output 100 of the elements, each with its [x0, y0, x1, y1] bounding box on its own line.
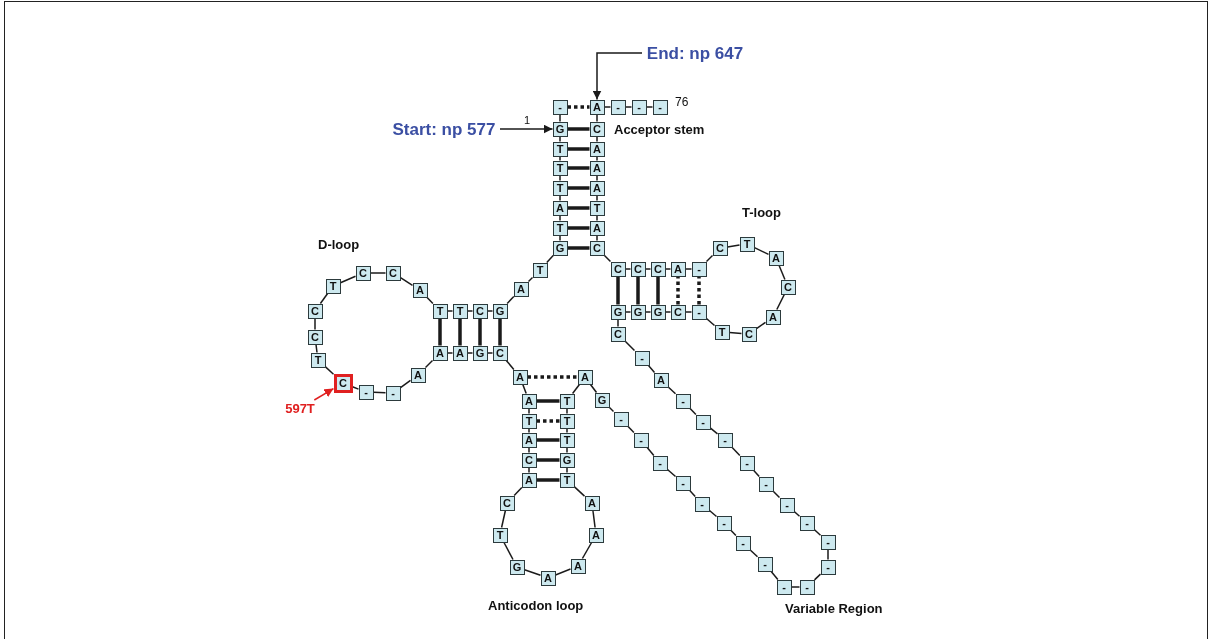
arrow	[313, 387, 335, 401]
backbone-line	[527, 276, 534, 283]
base-pair-bond	[478, 318, 482, 346]
backbone-line	[351, 385, 360, 390]
backbone-line	[689, 489, 696, 498]
backbone-line	[528, 446, 530, 454]
backbone-line	[664, 311, 672, 313]
backbone-line	[596, 155, 598, 162]
nucleotide-box: A	[432, 345, 448, 361]
base-pair-bond	[567, 226, 590, 230]
nucleotide-box: A	[584, 495, 600, 511]
nucleotide-box: -	[820, 534, 836, 550]
backbone-line	[573, 486, 586, 497]
backbone-line	[466, 352, 474, 354]
backbone-line	[559, 155, 561, 162]
base-pair-bond	[567, 206, 590, 210]
nucleotide-box: -	[694, 496, 710, 512]
backbone-line	[624, 311, 632, 313]
nucleotide-box: -	[757, 556, 773, 572]
base-pair-bond	[567, 246, 590, 250]
backbone-line	[554, 568, 572, 576]
nucleotide-box: T	[552, 180, 568, 196]
backbone-line	[546, 254, 554, 264]
base-pair-bond	[536, 399, 560, 403]
backbone-line	[705, 254, 714, 263]
region-label: T-loop	[742, 206, 781, 219]
backbone-line	[339, 275, 357, 284]
backbone-line	[596, 194, 598, 202]
nucleotide-box: A	[589, 141, 605, 157]
base-pair-bond	[498, 318, 502, 346]
backbone-line	[617, 318, 619, 328]
nucleotide-box: G	[610, 304, 626, 320]
base-pair-bond	[567, 127, 590, 131]
backbone-line	[793, 511, 801, 518]
backbone-line	[559, 135, 561, 143]
backbone-line	[624, 340, 636, 352]
nucleotide-box: C	[492, 345, 508, 361]
nucleotide-box: A	[452, 345, 468, 361]
nucleotide-box: T	[492, 527, 508, 543]
backbone-line	[684, 268, 693, 270]
nucleotide-box: G	[472, 345, 488, 361]
backbone-line	[506, 295, 515, 305]
nucleotide-box: -	[613, 411, 629, 427]
backbone-line	[827, 548, 829, 561]
base-pair-bond	[536, 458, 560, 462]
backbone-line	[749, 549, 759, 558]
backbone-line	[315, 343, 318, 354]
backbone-line	[324, 366, 335, 376]
nucleotide-box: A	[589, 99, 605, 115]
nucleotide-box: -	[820, 559, 836, 575]
nucleotide-box: -	[691, 261, 707, 277]
base-pair-bond	[636, 276, 640, 305]
backbone-line	[571, 383, 581, 395]
nucleotide-box: G	[559, 452, 575, 468]
nucleotide-box: A	[410, 367, 426, 383]
nucleotide-box: G	[650, 304, 666, 320]
nucleotide-box: -	[779, 497, 795, 513]
backbone-line	[813, 529, 822, 536]
nucleotide-box: -	[385, 385, 401, 401]
position-number: 76	[675, 96, 689, 108]
nucleotide-box: C	[589, 240, 605, 256]
nucleotide-box: A	[765, 309, 781, 325]
nucleotide-box: G	[509, 559, 525, 575]
nucleotide-box: -	[652, 455, 668, 471]
nucleotide-box: C	[307, 329, 323, 345]
backbone-line	[596, 113, 598, 123]
backbone-line	[559, 174, 561, 182]
annotation-label: Start: np 577	[388, 118, 500, 140]
backbone-line	[513, 486, 523, 497]
nucleotide-box: A	[512, 369, 528, 385]
backbone-line	[566, 446, 568, 454]
nucleotide-box: T	[559, 413, 575, 429]
backbone-line	[790, 586, 801, 588]
nucleotide-box: G	[492, 303, 508, 319]
nucleotide-box: A	[570, 558, 586, 574]
backbone-line	[596, 234, 598, 242]
nucleotide-box: C	[355, 265, 371, 281]
region-label: Anticodon loop	[488, 599, 584, 612]
nucleotide-box: A	[552, 200, 568, 216]
backbone-line	[500, 509, 507, 529]
arrow	[499, 124, 554, 134]
backbone-line	[522, 383, 527, 395]
nucleotide-box: A	[588, 527, 604, 543]
position-number: 1	[524, 115, 531, 126]
nucleotide-box: A	[521, 393, 537, 409]
backbone-line	[772, 490, 781, 499]
nucleotide-box: G	[552, 240, 568, 256]
nucleotide-box: C	[307, 303, 323, 319]
backbone-line	[523, 568, 542, 577]
backbone-line	[559, 234, 561, 242]
base-pair-bond	[567, 186, 590, 190]
base-pair-bond	[697, 276, 701, 305]
backbone-line	[486, 352, 494, 354]
nucleotide-box: A	[589, 180, 605, 196]
nucleotide-box: -	[675, 475, 691, 491]
backbone-line	[728, 331, 743, 335]
nucleotide-box: T	[552, 141, 568, 157]
nucleotide-box: -	[675, 393, 691, 409]
nucleotide-box: T	[432, 303, 448, 319]
nucleotide-box: -	[799, 579, 815, 595]
